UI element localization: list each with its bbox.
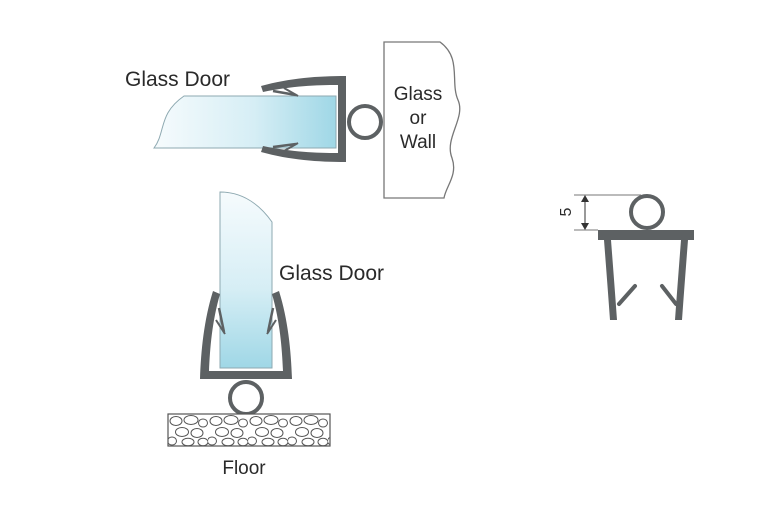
bottom-assembly: Floor Glass Door — [167, 191, 384, 479]
top-seal-profile — [261, 76, 346, 162]
top-bulb-seal — [347, 104, 383, 140]
dimension-arrow-up — [581, 195, 589, 202]
glass-or-wall-line-3: Wall — [400, 132, 436, 153]
bottom-seal-fin-right — [266, 307, 275, 333]
floor-label: Floor — [222, 458, 266, 479]
glass-or-wall-line-1: Glass — [394, 84, 443, 105]
top-seal-fin-lower-tip — [283, 142, 299, 152]
top-assembly: Glass or Wall Glass Door — [125, 41, 461, 199]
section-bulb-seal — [629, 194, 665, 230]
section-fin-left — [617, 284, 637, 306]
top-seal-fin-lower — [272, 142, 297, 149]
bottom-seal-fin-left — [217, 307, 226, 333]
dimension-arrow-down — [581, 223, 589, 230]
glass-door-label-bottom: Glass Door — [279, 262, 384, 285]
glass-door-horizontal — [153, 95, 337, 149]
top-seal-fin-upper — [272, 89, 297, 97]
bottom-seal-fin-right-tip — [266, 319, 277, 335]
wall-panel — [383, 41, 461, 199]
bottom-bulb-seal — [228, 380, 264, 416]
section-seal-profile — [598, 230, 694, 320]
section-fin-right — [660, 284, 678, 306]
glass-or-wall-line-2: or — [410, 108, 428, 129]
glass-door-label-top: Glass Door — [125, 68, 230, 91]
top-seal-fin-upper-tip — [283, 87, 299, 97]
profile-section: 5 — [558, 194, 694, 320]
bottom-seal-fin-left-tip — [215, 319, 226, 335]
glass-door-vertical — [219, 191, 273, 369]
floor-surface — [167, 413, 331, 447]
dimension-label: 5 — [558, 207, 575, 216]
